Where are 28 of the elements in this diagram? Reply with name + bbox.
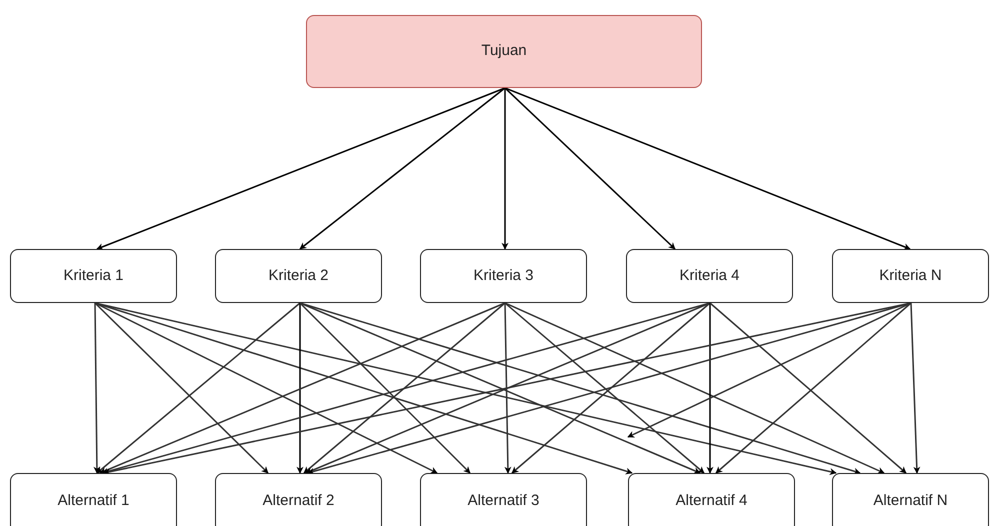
arrow <box>99 302 506 474</box>
arrow <box>93 303 100 474</box>
arrow <box>94 302 269 474</box>
process-box: Kriteria 3 <box>420 249 587 303</box>
process-box: Kriteria 4 <box>626 249 793 303</box>
arrow <box>94 302 438 474</box>
arrow <box>296 303 304 474</box>
arrow <box>299 302 471 474</box>
process-box: Alternatif 2 <box>215 473 382 526</box>
goal-box: Tujuan <box>306 15 702 88</box>
arrow <box>96 87 506 250</box>
process-box: Alternatif 3 <box>420 473 587 526</box>
arrow <box>504 302 885 474</box>
process-box: Alternatif 4 <box>628 473 795 526</box>
process-box: Kriteria 2 <box>215 249 382 303</box>
arrow <box>303 302 506 474</box>
arrow <box>910 302 920 474</box>
process-box: Kriteria 1 <box>10 249 177 303</box>
arrow <box>504 87 911 250</box>
arrow <box>96 302 300 474</box>
process-box: Kriteria N <box>832 249 989 303</box>
arrow <box>299 87 506 250</box>
arrow <box>504 87 676 250</box>
arrow <box>502 88 508 250</box>
arrow <box>706 303 714 474</box>
process-box: Alternatif 1 <box>10 473 177 526</box>
process-box: Alternatif N <box>832 473 989 526</box>
arrow <box>504 302 512 474</box>
